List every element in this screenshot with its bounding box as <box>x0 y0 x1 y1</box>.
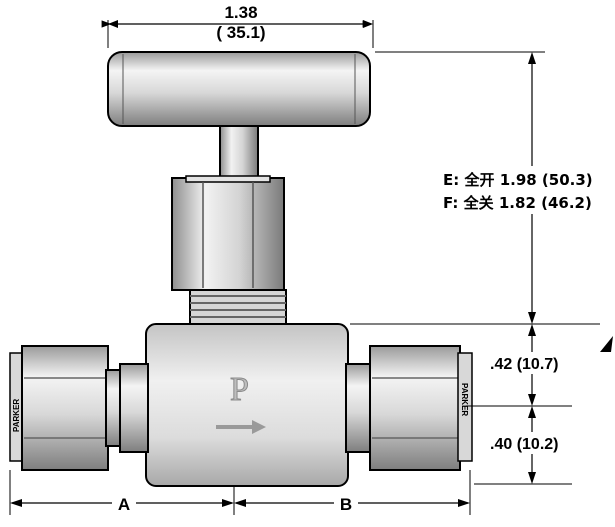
bonnet-hex-nut <box>171 175 285 291</box>
right-nut-brand: PARKER <box>460 383 469 416</box>
valve-stem <box>219 125 259 179</box>
left-length-label: A <box>118 495 130 514</box>
top-width-mm: ( 35.1) <box>216 23 265 42</box>
centerline-dimensions: .42 (10.7) .40 (10.2) <box>466 324 613 485</box>
height-closed-label: F: 全关 1.82 (46.2) <box>443 194 592 212</box>
top-width-dimension: 1.38 ( 35.1) <box>101 3 374 48</box>
height-dimension: E: 全开 1.98 (50.3) F: 全关 1.82 (46.2) <box>350 51 615 325</box>
left-nut-brand: PARKER <box>12 399 21 432</box>
height-open-label: E: 全开 1.98 (50.3) <box>443 171 593 189</box>
right-length-label: B <box>340 495 352 514</box>
left-tube-fitting: PARKER <box>9 345 149 471</box>
valve-body: P <box>145 323 349 487</box>
body-logo-letter: P <box>230 371 249 408</box>
length-dimensions: A B <box>9 470 471 515</box>
t-handle <box>107 51 371 127</box>
bonnet-threads <box>189 289 287 325</box>
right-tube-fitting: PARKER <box>345 345 473 471</box>
lower-half-label: .40 (10.2) <box>490 436 558 453</box>
upper-half-label: .42 (10.7) <box>490 356 558 373</box>
flow-arrow-icon <box>216 420 266 434</box>
top-width-inch: 1.38 <box>224 3 257 22</box>
